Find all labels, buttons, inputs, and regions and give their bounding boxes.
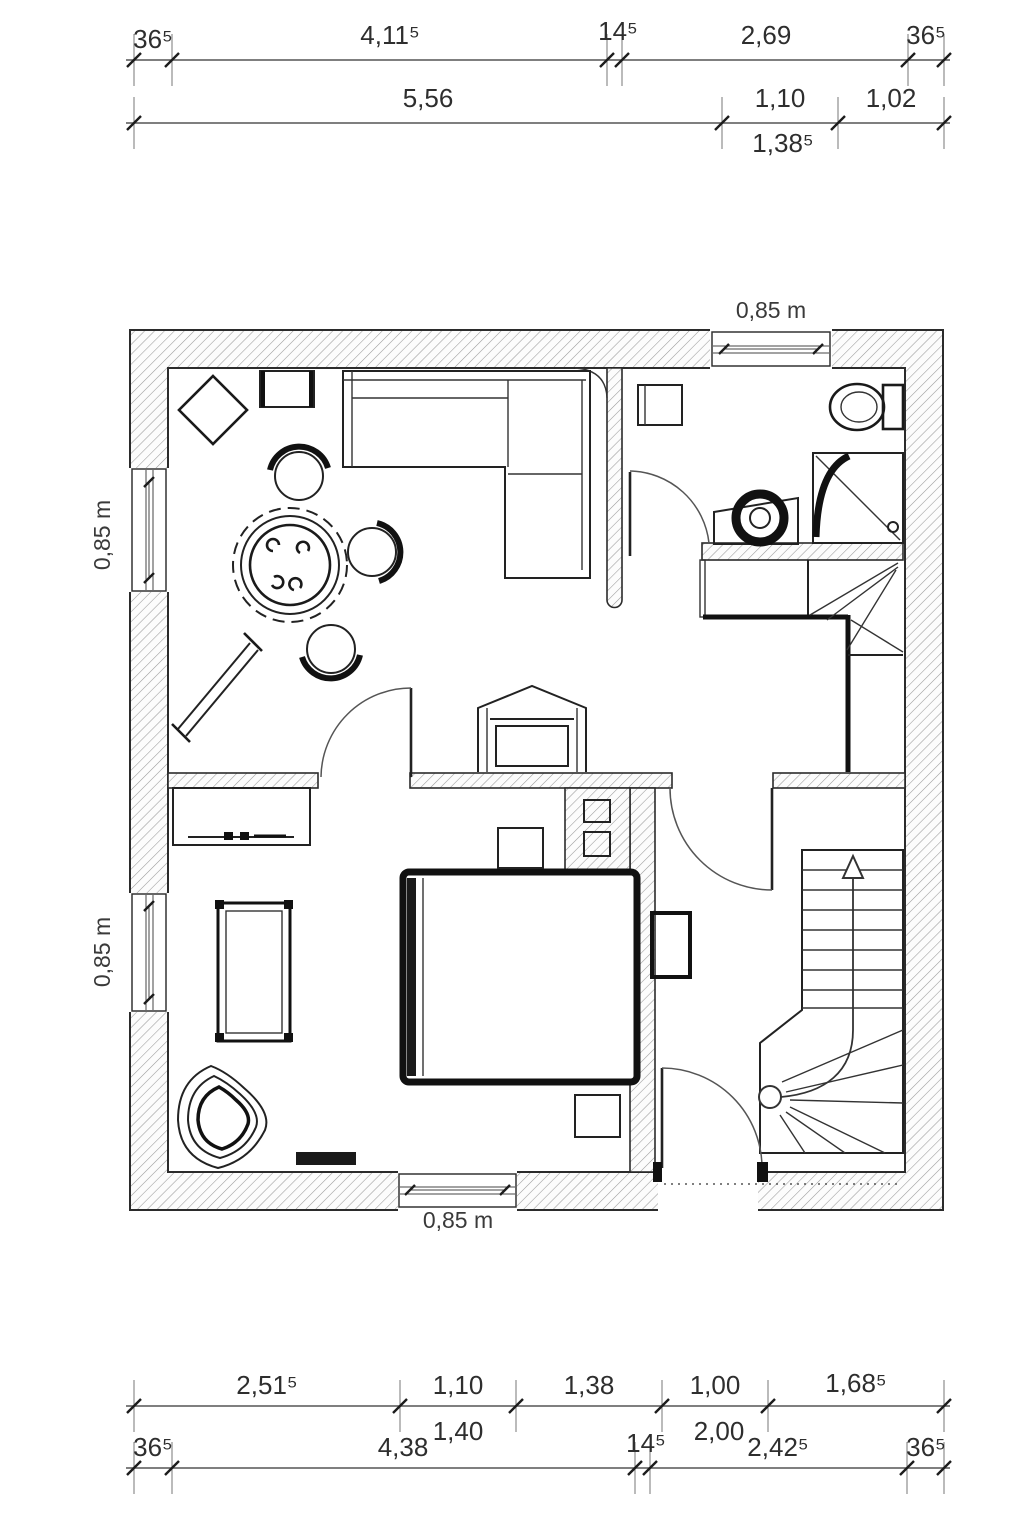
- dim-top-102: 1,02: [866, 83, 917, 113]
- hall-wall-cabinet: [650, 911, 692, 979]
- corner-closet: [699, 559, 904, 772]
- dim-top-556: 5,56: [403, 83, 454, 113]
- dim-ticks-bottom-row2: [126, 1442, 952, 1494]
- bath-shelf: [637, 384, 683, 426]
- wall-bedroom-top-left: [167, 772, 319, 789]
- window-label-top: 0,85 m: [736, 297, 806, 323]
- toilet: [828, 382, 905, 432]
- dim-top-411: 4,11⁵: [360, 20, 419, 50]
- wall-bath-bottom: [701, 542, 904, 561]
- dim-bot-2515: 2,51⁵: [236, 1370, 297, 1400]
- bathroom-fixtures: [637, 382, 905, 547]
- stair-treads: [779, 869, 904, 1154]
- staircase: [758, 849, 904, 1154]
- sink: [713, 489, 799, 547]
- window-bottom: 0,85 m: [398, 1173, 517, 1233]
- wall-fillet: [574, 367, 608, 399]
- dim-bot-140: 1,40: [433, 1416, 484, 1446]
- dim-ticks-top-row2: [126, 97, 952, 149]
- dim-bot-110: 1,10: [433, 1370, 484, 1400]
- sofa: [342, 370, 591, 579]
- window-label-bottom: 0,85 m: [423, 1207, 493, 1233]
- fireplace-stove: [477, 684, 587, 772]
- dim-ticks-bottom-row1: [126, 1380, 952, 1432]
- window-top: 0,85 m: [711, 297, 831, 367]
- dresser: [215, 900, 293, 1043]
- wall-hall-top: [772, 772, 906, 789]
- dim-bot-138: 1,38: [564, 1370, 615, 1400]
- wall-cabinet: [259, 370, 315, 408]
- dining-table: [232, 507, 348, 623]
- door-bedroom: [320, 687, 413, 778]
- living-room-furniture: [171, 370, 591, 772]
- interior-walls: [167, 367, 906, 1173]
- up-arrow-icon: [841, 853, 865, 879]
- dimension-chain-bottom: 2,51⁵ 1,10 1,38 1,00 1,68⁵ 1,40 2,00 36⁵…: [126, 1368, 952, 1494]
- wall-bedroom-top-right: [409, 772, 673, 789]
- dim-top-36-right: 36⁵: [906, 20, 946, 50]
- dim-top-269: 2,69: [741, 20, 792, 50]
- nightstand-lower: [574, 1094, 621, 1138]
- dim-top-110: 1,10: [755, 83, 806, 113]
- table-detail: [270, 574, 285, 590]
- wall-bedroom-right: [629, 787, 656, 1173]
- bedroom-furniture: [172, 787, 641, 1170]
- doors: [320, 470, 901, 1185]
- table-detail: [265, 537, 281, 553]
- door-bathroom: [628, 470, 710, 556]
- dim-bot-1685: 1,68⁵: [825, 1368, 886, 1398]
- chimney: [564, 787, 631, 871]
- desk: [172, 787, 311, 846]
- nightstand-upper: [497, 827, 544, 869]
- window-left-upper: 0,85 m: [89, 468, 167, 592]
- table-detail: [295, 540, 311, 555]
- dim-bot-100: 1,00: [690, 1370, 741, 1400]
- window-left-lower: 0,85 m: [89, 893, 167, 1012]
- dimension-chain-top: 36⁵ 4,11⁵ 14⁵ 2,69 36⁵ 5,56 1,10 1,02 1,…: [126, 16, 952, 158]
- dim-ticks-top-row1: [126, 34, 952, 86]
- door-entrance: [653, 1067, 901, 1185]
- sideboard-diagonal: [171, 632, 263, 743]
- dim-bot2-2425: 2,42⁵: [747, 1432, 808, 1462]
- dim-bot-200: 2,00: [694, 1416, 745, 1446]
- shower: [812, 452, 904, 544]
- window-label-left-upper: 0,85 m: [89, 500, 115, 570]
- radiator: [296, 1152, 356, 1165]
- corner-armchair: [176, 1064, 268, 1170]
- wall-living-hall: [606, 367, 623, 609]
- dim-bot2-14: 14⁵: [626, 1428, 666, 1458]
- dim-bot2-438: 4,38: [378, 1432, 429, 1462]
- dim-top-36-left: 36⁵: [133, 24, 173, 54]
- table-detail: [288, 576, 303, 592]
- window-label-left-lower: 0,85 m: [89, 917, 115, 987]
- decor-diamond: [177, 374, 249, 446]
- dim-top-14: 14⁵: [598, 16, 638, 46]
- dining-chairs: [267, 443, 404, 682]
- double-bed: [399, 868, 641, 1086]
- dim-bot2-36-left: 36⁵: [133, 1432, 173, 1462]
- dim-top-1385: 1,38⁵: [752, 128, 813, 158]
- opening-entrance: [658, 1171, 758, 1211]
- door-stair-hall: [669, 787, 774, 891]
- dim-bot2-36-right: 36⁵: [906, 1432, 946, 1462]
- stair-walk-line: [758, 853, 865, 1109]
